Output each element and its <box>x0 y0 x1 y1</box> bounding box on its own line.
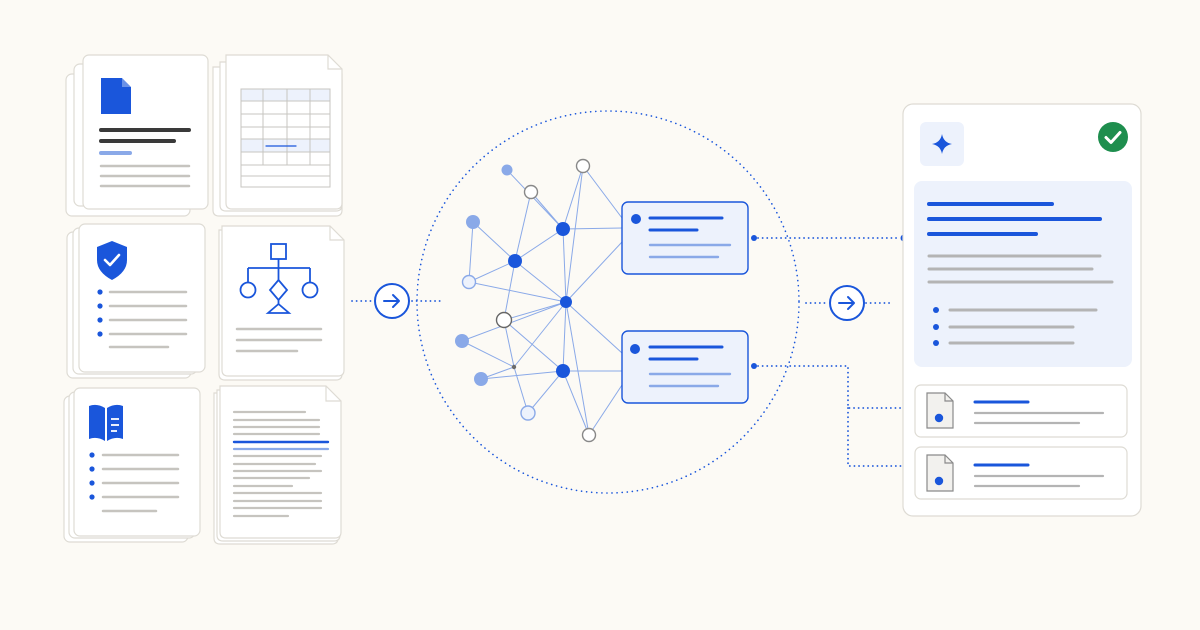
answer-panel <box>902 103 1142 517</box>
graph-node <box>501 164 513 176</box>
book-icon <box>89 404 123 441</box>
flow-arrow-answer <box>805 285 891 321</box>
graph-node <box>575 158 591 174</box>
retrieved-chunk-2 <box>621 330 749 404</box>
graph-node-hub <box>560 296 572 308</box>
graph-node <box>495 311 513 329</box>
sparkle-icon <box>920 122 964 166</box>
graph-edges <box>461 165 623 436</box>
shield-check-icon <box>97 241 127 280</box>
citation-1 <box>914 384 1128 438</box>
generated-answer <box>914 181 1132 367</box>
graph-node <box>455 334 469 348</box>
document-icon <box>101 78 131 114</box>
graph-node <box>556 364 570 378</box>
graph-node <box>511 364 517 370</box>
flowchart-icon <box>239 243 319 314</box>
graph-node <box>461 274 477 290</box>
source-card-policy <box>66 223 206 379</box>
cited-document-icon <box>926 392 954 429</box>
source-card-spreadsheet <box>212 54 343 217</box>
graph-nodes <box>455 158 597 443</box>
graph-node <box>466 215 480 229</box>
text-page-icon <box>232 410 330 518</box>
graph-node <box>474 372 488 386</box>
graph-node <box>523 184 539 200</box>
arrow-right-icon <box>829 285 865 321</box>
graph-node <box>556 222 570 236</box>
source-documents <box>63 54 345 545</box>
retrieved-chunk-1 <box>621 201 749 275</box>
source-card-document <box>65 54 209 217</box>
spreadsheet-icon <box>240 88 331 188</box>
graph-node <box>508 254 522 268</box>
knowledge-graph <box>416 110 800 494</box>
citation-2 <box>914 446 1128 500</box>
source-card-text <box>213 385 342 545</box>
cited-document-icon <box>926 454 954 492</box>
graph-boundary <box>416 110 800 494</box>
graph-node <box>520 405 536 421</box>
source-card-manual <box>63 387 201 543</box>
arrow-right-icon <box>374 283 410 319</box>
graph-node <box>581 427 597 443</box>
source-card-diagram <box>218 225 345 381</box>
flow-arrow-ingest <box>351 283 445 319</box>
check-circle-icon <box>1098 122 1128 152</box>
